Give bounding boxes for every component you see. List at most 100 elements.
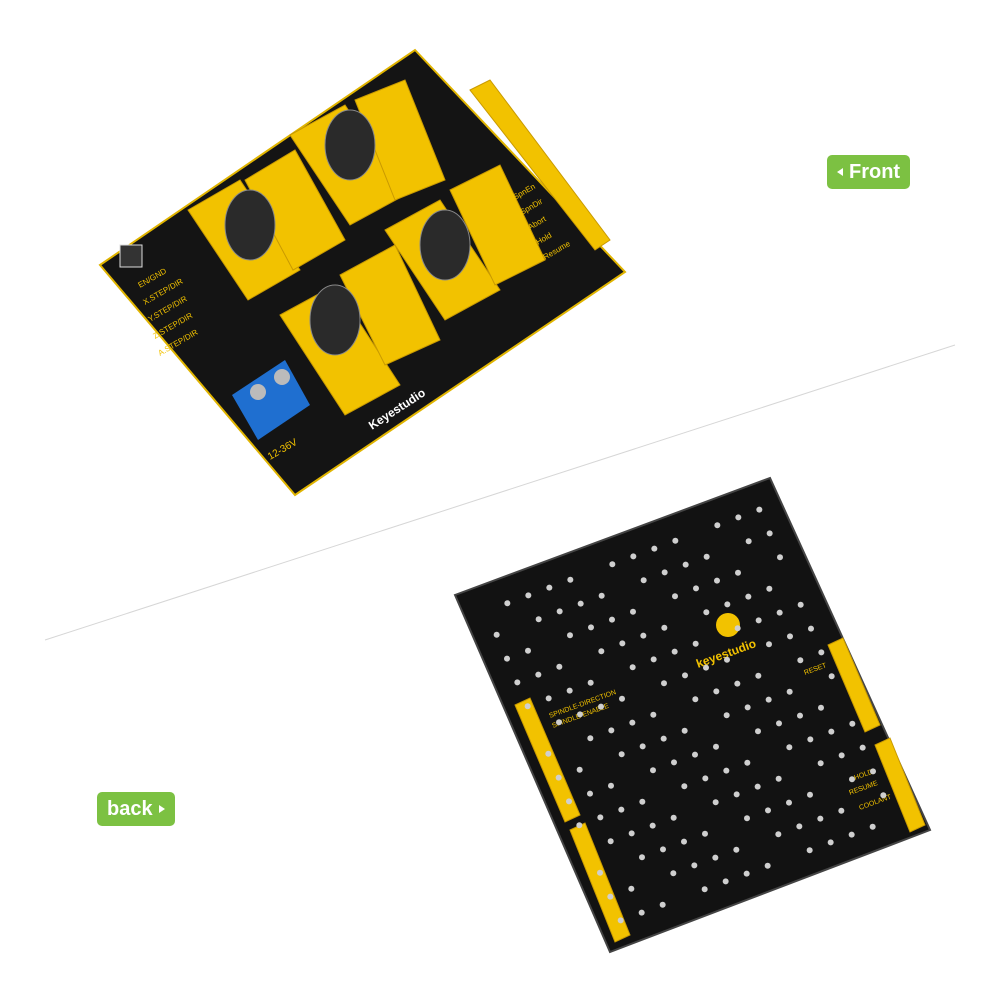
solder-pad <box>660 846 666 853</box>
solder-pad <box>587 679 594 686</box>
solder-pad <box>848 831 855 838</box>
solder-pad <box>607 893 614 900</box>
front-label: Front <box>827 155 911 189</box>
solder-pad <box>796 823 803 830</box>
logo-bug-icon <box>716 613 740 637</box>
triangle-left-icon <box>837 168 843 176</box>
solder-pad <box>556 719 562 726</box>
diagonal-divider <box>44 344 956 641</box>
solder-pad <box>743 870 750 877</box>
solder-pad <box>828 728 835 735</box>
solder-pad <box>744 704 751 711</box>
solder-pad <box>629 664 636 671</box>
solder-pad <box>869 823 876 830</box>
front-label-text: Front <box>849 161 901 183</box>
solder-pad <box>618 806 625 813</box>
pin-header <box>827 637 881 733</box>
solder-pad <box>504 600 511 607</box>
solder-pad <box>660 735 667 742</box>
back-board: keyestudio SPINDLE-DIRECTION SPINDLE-ENA… <box>453 476 932 954</box>
solder-pad <box>670 814 677 821</box>
solder-pad <box>692 751 698 758</box>
solder-pad <box>640 577 647 584</box>
solder-pad <box>828 673 835 680</box>
solder-pad <box>713 743 719 750</box>
solder-pad <box>766 585 773 592</box>
solder-pad <box>630 553 637 560</box>
solder-pad <box>681 838 687 845</box>
pin-header <box>469 79 611 251</box>
solder-pad <box>775 831 782 838</box>
solder-pad <box>712 854 719 861</box>
solder-pad <box>682 672 688 679</box>
solder-pad <box>733 791 740 798</box>
solder-pad <box>493 631 500 638</box>
solder-pad <box>504 655 510 662</box>
solder-pad <box>566 687 573 694</box>
solder-pad <box>671 759 677 766</box>
solder-pad <box>765 696 772 703</box>
solder-pad <box>880 792 887 799</box>
solder-pad <box>787 633 793 640</box>
solder-pad <box>535 616 542 623</box>
solder-pad <box>545 695 552 702</box>
solder-pad <box>639 743 646 750</box>
solder-pad <box>775 775 782 782</box>
solder-pad <box>650 711 657 718</box>
solder-pad <box>849 720 856 727</box>
solder-pad <box>598 592 605 599</box>
solder-pad <box>672 593 678 600</box>
solder-pad <box>629 719 636 726</box>
solder-pad <box>755 728 761 735</box>
solder-pad <box>724 656 730 663</box>
solder-pad <box>703 664 709 671</box>
solder-pad <box>849 776 855 783</box>
terminal-block <box>232 360 310 440</box>
solder-pad <box>639 854 645 861</box>
solder-pad <box>713 688 720 695</box>
solder-pad <box>776 720 782 727</box>
solder-pad <box>745 538 752 545</box>
solder-pad <box>607 838 614 845</box>
solder-pad <box>703 609 710 616</box>
solder-pad <box>576 766 583 773</box>
solder-pad <box>628 885 635 892</box>
solder-pad <box>617 917 624 924</box>
solder-pad <box>608 782 614 789</box>
solder-pad <box>744 815 750 822</box>
solder-pad <box>838 807 845 814</box>
solder-pad <box>764 862 771 869</box>
solder-pad <box>514 679 521 686</box>
solder-pad <box>608 727 615 734</box>
back-label-text: back <box>107 798 153 820</box>
solder-pad <box>661 569 668 576</box>
solder-pad <box>745 593 752 600</box>
solder-pad <box>638 909 645 916</box>
solder-pad <box>712 799 719 806</box>
solder-pad <box>628 830 635 837</box>
solder-pad <box>619 695 625 702</box>
solder-pad <box>535 671 542 678</box>
solder-pad <box>723 767 730 774</box>
solder-pad <box>598 648 605 655</box>
solder-pad <box>524 703 531 710</box>
solder-pad <box>817 815 824 822</box>
driver-socket <box>244 149 346 271</box>
solder-pad <box>703 553 710 560</box>
solder-pad <box>556 608 563 615</box>
driver-socket <box>354 79 446 201</box>
solder-pad <box>609 561 616 568</box>
solder-pad <box>598 703 604 710</box>
solder-pad <box>651 545 658 552</box>
solder-pad <box>797 657 804 664</box>
solder-pad <box>870 768 876 775</box>
solder-pad <box>576 822 583 829</box>
solder-pad <box>567 576 574 583</box>
solder-pad <box>682 561 689 568</box>
solder-pad <box>691 862 698 869</box>
solder-pad <box>735 569 741 576</box>
solder-pad <box>734 680 741 687</box>
solder-pad <box>808 625 814 632</box>
solder-pad <box>827 839 834 846</box>
solder-pad <box>724 601 731 608</box>
